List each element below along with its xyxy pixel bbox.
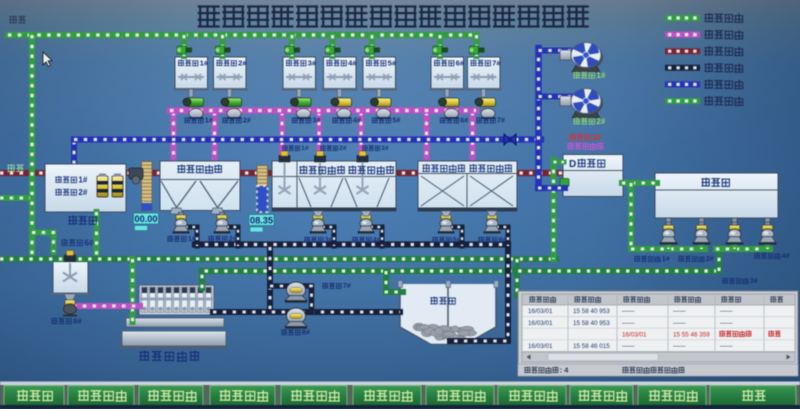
svg-text:2#: 2# <box>238 58 247 67</box>
svg-text:00.00: 00.00 <box>135 214 158 224</box>
svg-text:7#: 7# <box>492 58 501 67</box>
svg-text:3#: 3# <box>381 145 389 152</box>
svg-text:4#: 4# <box>348 58 357 67</box>
svg-text:1#: 1# <box>596 71 605 80</box>
svg-text:15 58 40 953: 15 58 40 953 <box>573 320 610 327</box>
svg-text:3#: 3# <box>750 277 758 285</box>
svg-text:08.35: 08.35 <box>250 215 273 225</box>
svg-text:D: D <box>569 159 576 170</box>
svg-text:5#: 5# <box>392 117 400 125</box>
svg-text:7#: 7# <box>497 117 505 125</box>
svg-text:2#: 2# <box>78 188 87 197</box>
svg-text:3#: 3# <box>312 117 320 125</box>
svg-text:——: —— <box>622 320 635 327</box>
svg-text:6#: 6# <box>84 238 93 247</box>
svg-text:2#: 2# <box>596 117 605 126</box>
svg-text:3#: 3# <box>592 133 601 142</box>
svg-text:4#: 4# <box>373 236 381 244</box>
svg-text:——: —— <box>673 320 686 327</box>
svg-text:15 58 46 015: 15 58 46 015 <box>573 343 610 350</box>
svg-text:8#: 8# <box>73 316 82 325</box>
svg-text:6#: 6# <box>460 117 468 125</box>
svg-text:——: —— <box>673 343 686 350</box>
svg-text:6#: 6# <box>499 236 507 244</box>
svg-text:8#: 8# <box>302 329 310 337</box>
svg-text:3#: 3# <box>308 58 317 67</box>
svg-text:——: —— <box>720 320 733 327</box>
svg-text:6#: 6# <box>456 58 465 67</box>
svg-text:16/03/01: 16/03/01 <box>528 308 553 315</box>
svg-text:1#: 1# <box>205 117 213 125</box>
svg-text:2#: 2# <box>706 255 714 263</box>
svg-text:1#: 1# <box>200 58 209 67</box>
svg-text:1#: 1# <box>662 255 670 263</box>
svg-text:——: —— <box>622 343 635 350</box>
svg-text:16/03/01: 16/03/01 <box>528 320 553 327</box>
svg-text:1#: 1# <box>188 235 196 243</box>
svg-text:4#: 4# <box>353 117 361 125</box>
svg-text:——: —— <box>622 308 635 315</box>
svg-text:: 4: : 4 <box>560 365 570 374</box>
svg-text:15 55 46 359: 15 55 46 359 <box>673 331 710 338</box>
svg-text:16/03/01: 16/03/01 <box>622 331 647 338</box>
svg-text:7#: 7# <box>343 282 351 290</box>
svg-text:16/03/01: 16/03/01 <box>528 343 553 350</box>
svg-text:3#: 3# <box>325 236 333 244</box>
svg-text:5#: 5# <box>453 236 461 244</box>
svg-text:2#: 2# <box>339 145 347 152</box>
svg-text:——: —— <box>720 343 733 350</box>
svg-text:15 58 40 953: 15 58 40 953 <box>573 308 610 315</box>
svg-text:——: —— <box>673 308 686 315</box>
svg-text:5#: 5# <box>388 58 397 67</box>
svg-text:——: —— <box>720 308 733 315</box>
svg-text:1#: 1# <box>78 175 87 184</box>
svg-text:1#: 1# <box>301 145 309 152</box>
svg-text:4#: 4# <box>782 252 790 260</box>
svg-text:2#: 2# <box>243 117 251 125</box>
svg-text:2#: 2# <box>229 235 237 243</box>
